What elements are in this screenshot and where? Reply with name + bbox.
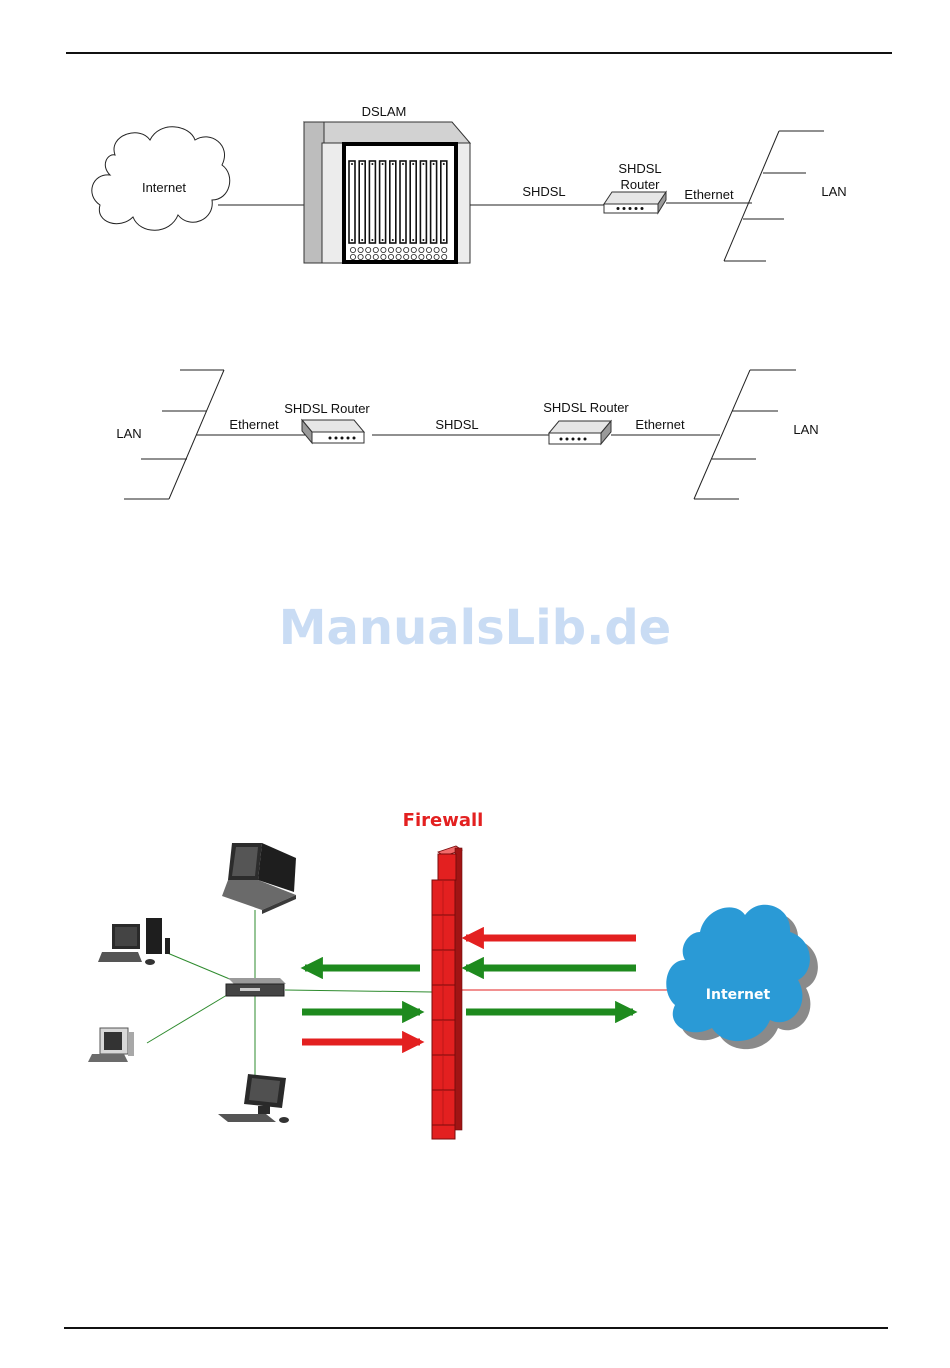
ethernet-label: Ethernet bbox=[684, 187, 734, 202]
ethernet-right-label: Ethernet bbox=[635, 417, 685, 432]
router-left-icon bbox=[302, 420, 364, 443]
internet-label: Internet bbox=[142, 180, 186, 195]
lan-left-label: LAN bbox=[116, 426, 141, 441]
router-right-icon bbox=[549, 421, 611, 444]
dslam-diagram: Internet DSLAM SHDSL SHDSL Router Ethern… bbox=[0, 95, 950, 280]
lan-right-label: LAN bbox=[793, 422, 818, 437]
lan-segment-icon bbox=[724, 131, 824, 261]
router-label-line1: SHDSL bbox=[618, 161, 661, 176]
ethernet-left-label: Ethernet bbox=[229, 417, 279, 432]
firewall-title: Firewall bbox=[403, 810, 484, 831]
firewall-wall-icon bbox=[432, 846, 462, 1139]
internet-cloud-icon bbox=[666, 905, 818, 1049]
monitor-icon bbox=[218, 1074, 289, 1123]
router-right-label: SHDSL Router bbox=[543, 400, 629, 415]
shdsl-label: SHDSL bbox=[435, 417, 478, 432]
shdsl-label: SHDSL bbox=[522, 184, 565, 199]
lan-connections bbox=[147, 910, 432, 1080]
router-left-label: SHDSL Router bbox=[284, 401, 370, 416]
lan-label: LAN bbox=[821, 184, 846, 199]
dslam-icon bbox=[304, 122, 470, 263]
top-rule bbox=[66, 52, 892, 54]
point-to-point-diagram: LAN Ethernet SHDSL Router SHDSL SHDSL Ro… bbox=[0, 360, 950, 510]
firewall-diagram: Firewall bbox=[0, 800, 950, 1150]
crt-computer-icon bbox=[88, 1028, 134, 1062]
router-icon bbox=[604, 192, 666, 213]
network-switch-icon bbox=[226, 978, 286, 996]
watermark: ManualsLib.de bbox=[0, 600, 950, 656]
desktop-tower-icon bbox=[98, 918, 170, 965]
internet-cloud-icon bbox=[92, 127, 230, 230]
bottom-rule bbox=[64, 1327, 888, 1329]
dslam-label: DSLAM bbox=[362, 104, 407, 119]
router-label-line2: Router bbox=[620, 177, 660, 192]
laptop-icon bbox=[222, 843, 296, 914]
internet-label: Internet bbox=[706, 987, 771, 1003]
